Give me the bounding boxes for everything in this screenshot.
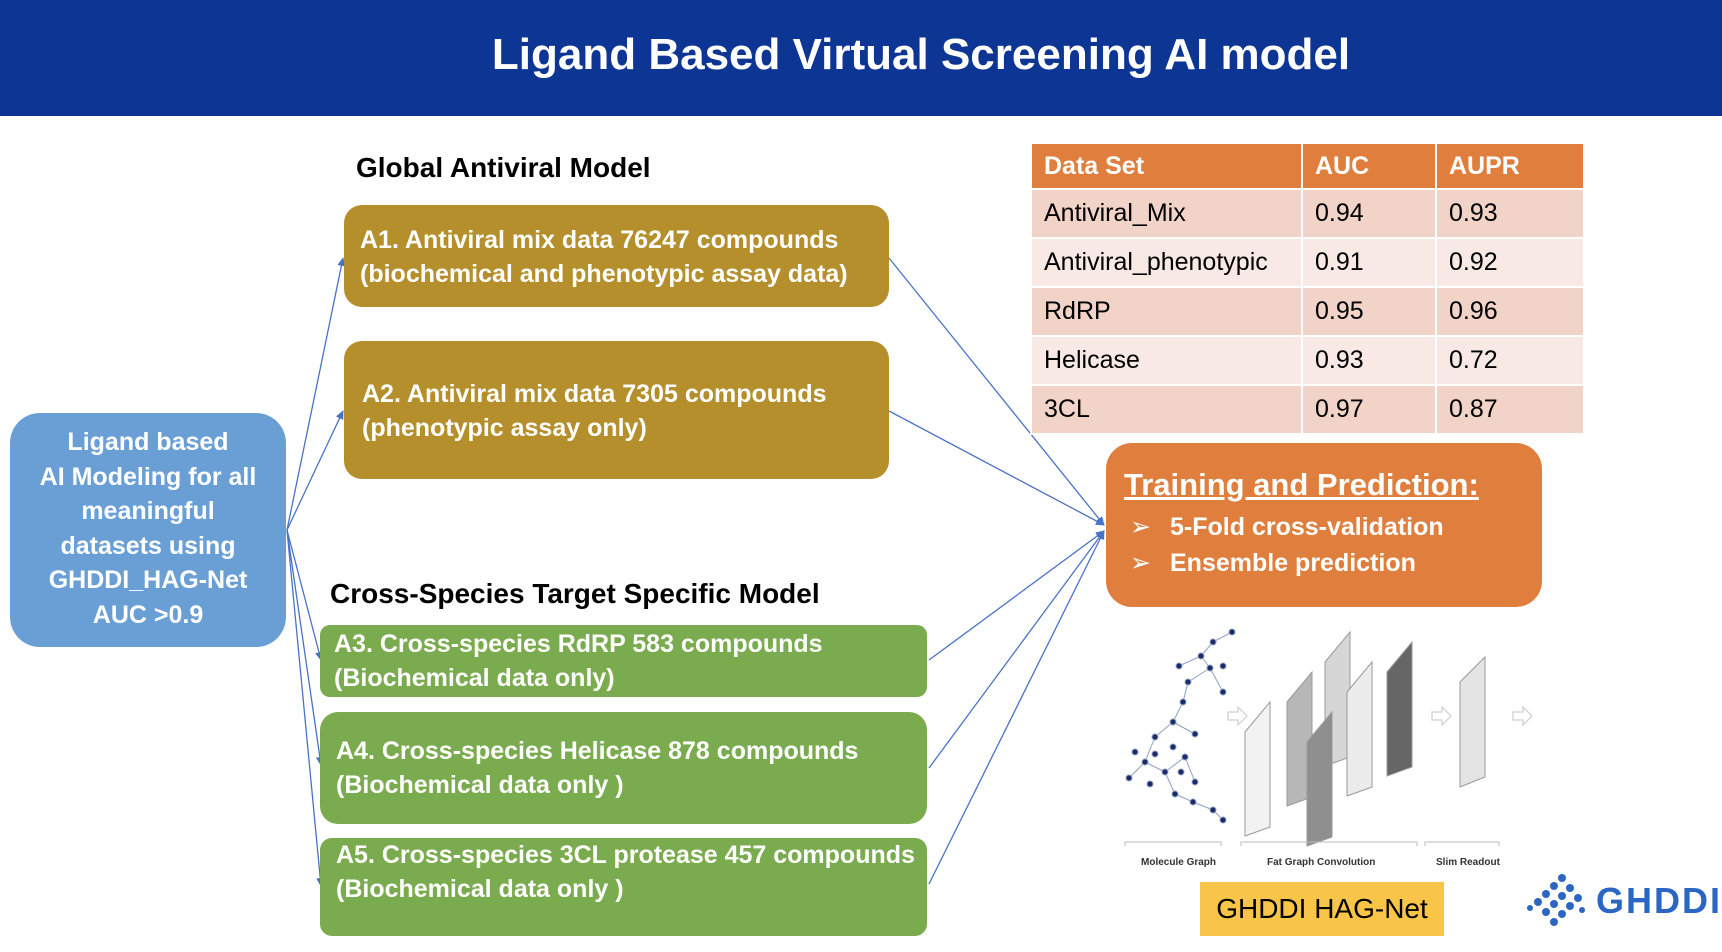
- a2-line2: (phenotypic assay only): [362, 414, 647, 442]
- training-bullet-text: Ensemble prediction: [1170, 549, 1416, 577]
- table-row: Antiviral_Mix 0.94 0.93: [1030, 188, 1585, 239]
- cell-auc: 0.97: [1301, 384, 1437, 435]
- table-header-row: Data Set AUC AUPR: [1030, 142, 1585, 190]
- arrow-left-to-a2: [286, 410, 344, 531]
- arrow-left-to-a5: [286, 529, 325, 887]
- left-box-line: AI Modeling for all: [39, 462, 257, 491]
- cell-aupr: 0.92: [1435, 237, 1585, 288]
- a2-line1: A2. Antiviral mix data 7305 compounds: [362, 380, 827, 408]
- header-dataset: Data Set: [1030, 142, 1303, 190]
- cell-dataset: Helicase: [1030, 335, 1303, 386]
- cell-aupr: 0.72: [1435, 335, 1585, 386]
- global-model-title: Global Antiviral Model: [356, 152, 651, 183]
- header-bar: Ligand Based Virtual Screening AI model: [0, 0, 1722, 116]
- arrow-a4-to-training: [928, 530, 1105, 769]
- header-aupr: AUPR: [1435, 142, 1585, 190]
- a3-line2: (Biochemical data only): [334, 664, 615, 692]
- hag-net-label: GHDDI HAG-Net: [1200, 882, 1444, 936]
- a3-line1: A3. Cross-species RdRP 583 compounds: [334, 630, 823, 658]
- training-title: Training and Prediction:: [1124, 467, 1479, 502]
- results-table: Data Set AUC AUPR Antiviral_Mix 0.94 0.9…: [1030, 142, 1585, 435]
- a4-dataset-box: A4. Cross-species Helicase 878 compounds…: [320, 712, 927, 824]
- page-title: Ligand Based Virtual Screening AI model: [491, 30, 1351, 79]
- ghddi-logo-text: GHDDI: [1596, 880, 1722, 921]
- cell-auc: 0.95: [1301, 286, 1437, 337]
- training-bullet-text: 5-Fold cross-validation: [1170, 513, 1444, 541]
- arrowhead-bullet-icon: ➢: [1130, 513, 1151, 541]
- cell-aupr: 0.93: [1435, 188, 1585, 239]
- cell-dataset: Antiviral_Mix: [1030, 188, 1303, 239]
- cell-aupr: 0.96: [1435, 286, 1585, 337]
- ligand-based-modeling-box: Ligand based AI Modeling for all meaning…: [10, 413, 286, 647]
- ghddi-logo-icon: [1527, 874, 1585, 926]
- arrow-left-to-a3: [286, 529, 323, 661]
- slim-readout-label: Slim Readout: [1436, 857, 1500, 868]
- cell-aupr: 0.87: [1435, 384, 1585, 435]
- left-box-line: AUC >0.9: [92, 600, 204, 629]
- left-box-line: Ligand based: [67, 428, 229, 456]
- a1-line2: (biochemical and phenotypic assay data): [360, 260, 848, 288]
- arrow-a1-to-training: [888, 257, 1105, 526]
- fat-graph-convolution-label: Fat Graph Convolution: [1267, 857, 1376, 868]
- convolution-layers-icon: [1244, 630, 1486, 847]
- cell-auc: 0.91: [1301, 237, 1437, 288]
- arrow-a5-to-training: [928, 530, 1105, 885]
- a1-line1: A1. Antiviral mix data 76247 compounds: [360, 226, 839, 254]
- table-row: RdRP 0.95 0.96: [1030, 286, 1585, 337]
- training-bullet: ➢ 5-Fold cross-validation: [1124, 509, 1542, 545]
- table-row: 3CL 0.97 0.87: [1030, 384, 1585, 435]
- left-box-line: datasets using: [60, 531, 236, 560]
- training-prediction-box: Training and Prediction: ➢ 5-Fold cross-v…: [1106, 443, 1542, 607]
- left-box-line: meaningful: [81, 497, 215, 525]
- training-bullet: ➢ Ensemble prediction: [1124, 545, 1542, 581]
- table-row: Antiviral_phenotypic 0.91 0.92: [1030, 237, 1585, 288]
- a4-line1: A4. Cross-species Helicase 878 compounds: [336, 737, 859, 765]
- table-row: Helicase 0.93 0.72: [1030, 335, 1585, 386]
- hag-net-architecture-figure: [1124, 628, 1533, 847]
- molecule-graph-icon: [1125, 628, 1236, 824]
- a5-line2: (Biochemical data only ): [336, 875, 624, 903]
- arrow-a3-to-training: [928, 530, 1105, 661]
- cell-dataset: 3CL: [1030, 384, 1303, 435]
- a1-dataset-box: A1. Antiviral mix data 76247 compounds (…: [344, 205, 889, 307]
- cell-dataset: RdRP: [1030, 286, 1303, 337]
- a5-dataset-box: A5. Cross-species 3CL protease 457 compo…: [320, 838, 927, 936]
- flow-arrow-icon: [1227, 705, 1533, 727]
- arrow-left-to-a4: [286, 529, 324, 766]
- cell-dataset: Antiviral_phenotypic: [1030, 237, 1303, 288]
- arrowhead-bullet-icon: ➢: [1130, 549, 1151, 577]
- cell-auc: 0.94: [1301, 188, 1437, 239]
- cross-species-model-title: Cross-Species Target Specific Model: [330, 578, 820, 609]
- a2-dataset-box: A2. Antiviral mix data 7305 compounds (p…: [344, 341, 889, 479]
- a4-line2: (Biochemical data only ): [336, 771, 624, 799]
- left-box-line: GHDDI_HAG-Net: [48, 566, 248, 594]
- header-auc: AUC: [1301, 142, 1437, 190]
- molecule-graph-label: Molecule Graph: [1141, 857, 1217, 868]
- a3-dataset-box: A3. Cross-species RdRP 583 compounds (Bi…: [320, 625, 927, 697]
- a5-line1: A5. Cross-species 3CL protease 457 compo…: [336, 841, 915, 869]
- arrow-a2-to-training: [888, 410, 1105, 526]
- arrow-left-to-a1: [286, 257, 346, 531]
- cell-auc: 0.93: [1301, 335, 1437, 386]
